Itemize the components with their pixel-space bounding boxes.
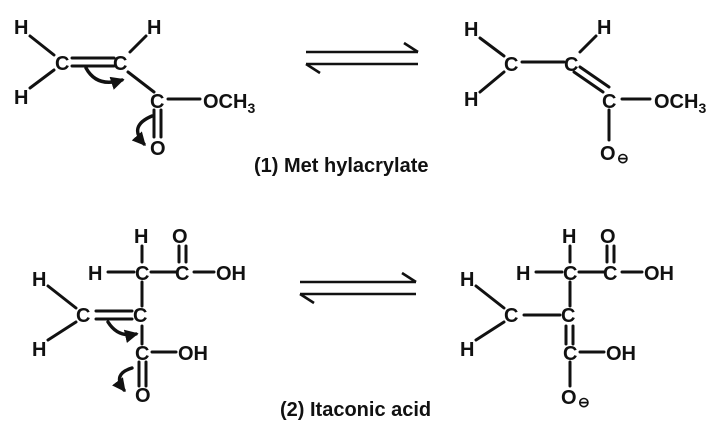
bond-h-c [28, 68, 56, 90]
atom-h: H [134, 226, 148, 248]
curved-arrow-icon [112, 366, 134, 393]
atom-c: C [133, 305, 147, 327]
curved-arrow-icon [106, 320, 139, 343]
atom-h: H [88, 263, 102, 285]
methylacrylate-left-structure: H H C C H C OCH3 O [14, 17, 255, 160]
atom-o: O [135, 385, 151, 407]
atom-h: H [147, 17, 161, 39]
atom-c: C [175, 263, 189, 285]
atom-o: O [561, 387, 577, 409]
caption-methylacrylate: (1) Met hylacrylate [254, 155, 429, 177]
bond-c-h [578, 34, 598, 54]
subscript-three: 3 [247, 100, 255, 116]
atom-h: H [460, 269, 474, 291]
atom-c: C [150, 91, 164, 113]
methoxy-group: OCH3 [203, 91, 255, 116]
methoxy-label: OCH [203, 91, 247, 113]
atom-h: H [562, 226, 576, 248]
equilibrium-arrow-icon [305, 41, 419, 75]
atom-h: H [597, 17, 611, 39]
subscript-three: 3 [698, 100, 706, 116]
bond-c-h [128, 34, 148, 54]
atom-c: C [563, 263, 577, 285]
bond-c-c [126, 70, 156, 94]
atom-c: C [504, 54, 518, 76]
atom-o: O [172, 226, 188, 248]
atom-h: H [14, 17, 28, 39]
negative-charge-icon: ⊖ [617, 150, 629, 166]
bond-h-c [46, 284, 78, 310]
negative-charge-icon: ⊖ [578, 394, 590, 410]
itaconic-acid-right-structure: H O H C C OH H C C H C OH O ⊖ [460, 226, 674, 410]
atom-c: C [563, 343, 577, 365]
bond-h-c [478, 36, 506, 58]
curved-arrow-icon [84, 66, 125, 90]
curved-arrow-icon [131, 114, 154, 147]
double-bond-line [578, 65, 611, 89]
atom-c: C [504, 305, 518, 327]
atom-c: C [135, 263, 149, 285]
atom-c: C [55, 53, 69, 75]
double-bond-line [572, 70, 605, 94]
atom-h: H [32, 339, 46, 361]
itaconic-acid-left-structure: H O H C C OH H C C H C OH O [32, 226, 246, 407]
atom-h: H [464, 89, 478, 111]
methoxy-group: OCH3 [654, 91, 706, 116]
atom-h: H [32, 269, 46, 291]
atom-o: O [150, 138, 166, 160]
methoxy-label: OCH [654, 91, 698, 113]
methylacrylate-right-structure: H H C C H C OCH3 O ⊖ [464, 17, 706, 166]
atom-o: O [600, 226, 616, 248]
bond-h-c [474, 320, 506, 342]
bond-h-c [478, 70, 506, 94]
bond-h-c [474, 284, 506, 310]
atom-o: O [600, 143, 616, 165]
hydroxyl-group: OH [606, 343, 636, 365]
bond-h-c [28, 34, 56, 57]
atom-h: H [464, 19, 478, 41]
atom-h: H [14, 87, 28, 109]
atom-h: H [516, 263, 530, 285]
atom-c: C [135, 343, 149, 365]
equilibrium-arrow-icon [299, 271, 417, 305]
atom-c: C [603, 263, 617, 285]
atom-c: C [561, 305, 575, 327]
atom-c: C [564, 54, 578, 76]
caption-itaconic-acid: (2) Itaconic acid [280, 399, 431, 421]
atom-c: C [76, 305, 90, 327]
atom-h: H [460, 339, 474, 361]
atom-c: C [602, 91, 616, 113]
hydroxyl-group: OH [216, 263, 246, 285]
hydroxyl-group: OH [178, 343, 208, 365]
atom-c: C [113, 53, 127, 75]
bond-h-c [46, 320, 78, 342]
hydroxyl-group: OH [644, 263, 674, 285]
